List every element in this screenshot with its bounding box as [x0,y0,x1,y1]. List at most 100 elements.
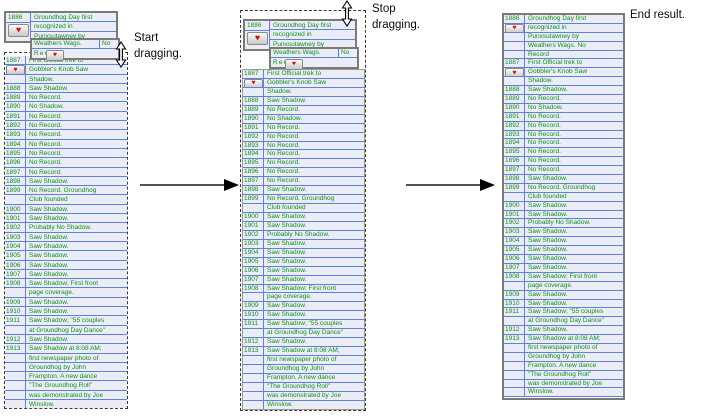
record-row: Groundhog by John [504,352,623,362]
history-text: Groundhog by John [29,363,87,371]
history-text: Saw Shadow. [267,248,307,256]
year-cell: 1888 [5,83,26,93]
heart-button[interactable]: ♥ [244,78,263,87]
year-cell: 1911 [504,308,525,317]
history-text: Gobbler's Knob Saw [528,68,588,76]
year-cell: 1892 [504,121,525,130]
history-text: No Record. [267,168,300,176]
record-row: "The Groundhog Roll" [243,382,364,392]
history-text: No Record. [528,139,561,147]
history-text: Saw Shadow at 8:08 AM; [267,347,340,355]
history-text: No Record. [267,141,300,149]
year-cell [504,50,525,59]
year-cell [243,382,264,391]
drag-ghost-box-2[interactable]: Weathers Wags. No Record ♥ [30,38,120,61]
history-text: Frampton. A new dance [528,361,597,369]
history-text: Groundhog by John [267,364,325,372]
history-text: No Record. [528,166,561,174]
record-row: Frampton. A new dance [5,372,127,382]
year-cell [5,195,26,204]
history-text: No Shadow. [267,114,303,122]
history-text: No Record. [267,159,300,167]
year-cell: 1899 [243,195,264,204]
history-text: Shadow. [29,75,54,83]
caption-stop-dragging: Stop dragging. [372,3,420,31]
history-text: at Groundhog Day Dance" [267,329,344,337]
year-cell [504,379,525,388]
history-text: Gobbler's Knob Saw [267,78,327,86]
year-cell: 1913 [504,335,525,343]
year-cell: 1902 [5,223,26,232]
history-text: Saw Shadow. [528,326,568,334]
heart-button[interactable]: ♥ [285,59,303,70]
heart-button[interactable]: ♥ [6,65,25,74]
year-cell [5,390,26,399]
history-text: Shadow. [528,77,553,85]
year-cell: ♥ [504,68,525,77]
record-row: at Groundhog Day Dance" [243,329,364,339]
year-cell: 1911 [5,316,26,325]
heart-button[interactable]: ♥ [247,32,268,45]
heart-button[interactable]: ♥ [505,23,524,32]
drop-target-outline[interactable] [240,10,366,411]
heart-button[interactable]: ♥ [46,50,64,61]
year-cell [5,381,26,390]
history-text: Weathers Wags. No [528,41,586,49]
year-cell: 1895 [5,148,26,158]
history-text: Saw Shadow. [267,338,307,346]
year-cell: 1889 [504,95,525,103]
history-text: No Record. [528,148,561,156]
history-text: at Groundhog Day Dance" [29,326,106,334]
year-cell: 1910 [5,307,26,316]
history-line: Weathers Wags. [32,40,100,49]
year-cell: 1907 [5,269,26,279]
record-row: Club founded [5,195,127,205]
history-text: No Record. [267,123,300,131]
history-text-block: Groundhog Day first recognized in Punxsu… [31,13,116,41]
history-text: Probably No Shadow. [29,224,92,232]
history-text: first newspaper photo of [528,343,598,351]
history-text: No Record. [29,159,62,167]
history-text: Saw Shadow. [267,186,307,194]
history-line: No [102,40,111,47]
year-cell: 1901 [243,221,264,230]
history-text: Saw Shadow at 8:08 AM; [528,335,601,343]
history-text: Saw Shadow. [29,84,69,92]
drag-ghost-box-2[interactable]: Weathers Wags. No Record ♥ [269,47,359,70]
year-cell: 1894 [5,139,26,148]
heart-button[interactable]: ♥ [505,68,524,77]
heart-button[interactable]: ♥ [8,24,29,37]
year-cell: 1889 [243,105,264,114]
year-cell: 1886 [504,15,525,23]
record-row: Shadow. [5,74,127,84]
history-text: Saw Shadow. [267,221,307,229]
year-cell: 1900 [5,204,26,214]
year-cell [504,388,525,397]
history-text: Saw Shadow; "55 couples [528,308,604,316]
year-cell [243,293,264,302]
record-row: ♥ Gobbler's Knob Saw [504,68,623,78]
record-row: at Groundhog Day Dance" [5,325,127,335]
year-cell: 1905 [5,251,26,260]
drag-ghost-box-1[interactable]: 1886 ♥ Groundhog Day first recognized in… [243,19,357,51]
history-text: Saw Shadow. [267,311,307,319]
year-cell: 1893 [243,141,264,150]
